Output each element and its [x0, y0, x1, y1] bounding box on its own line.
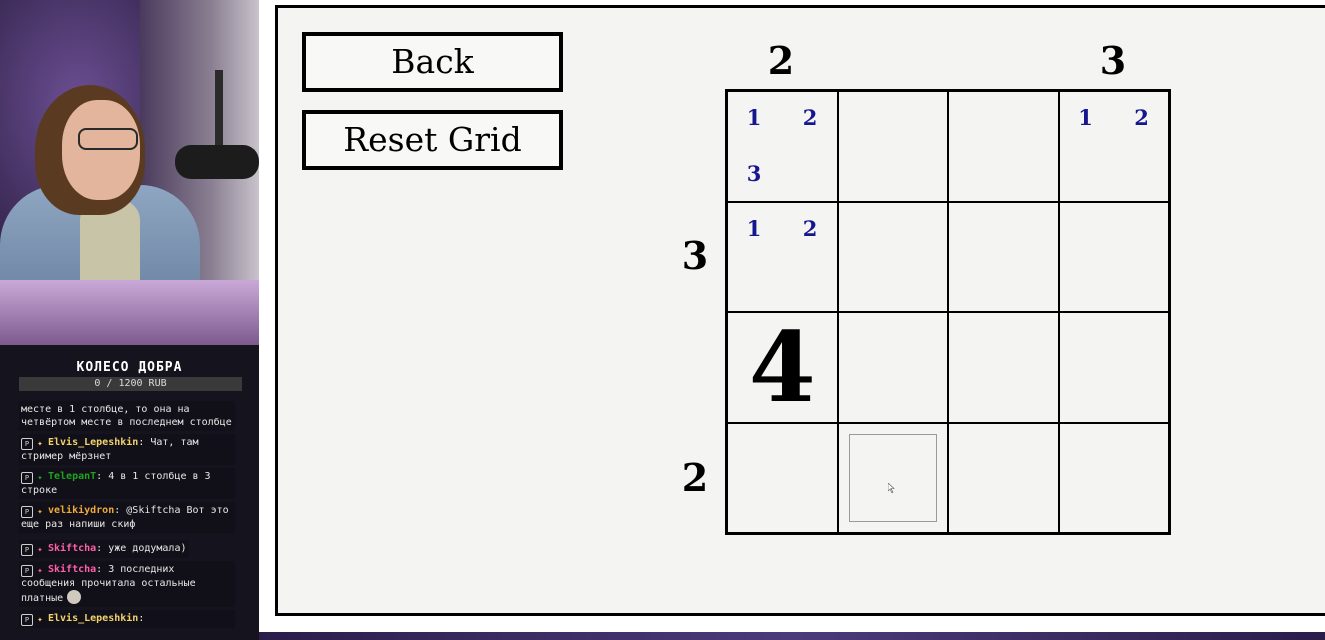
chat-message: P ✦ Elvis_Lepeshkin: — [19, 610, 235, 628]
pencil-note: 2 — [802, 105, 818, 130]
pencil-note: 2 — [802, 215, 818, 241]
grid-cell-r4-c4[interactable] — [1058, 422, 1169, 533]
webcam-desk — [0, 280, 259, 345]
pencil-note: 1 — [746, 215, 762, 241]
grid-cell-r4-c2[interactable] — [837, 422, 948, 533]
top-clue-1: 2 — [767, 38, 795, 83]
chat-message: P ✦ TelepanT: 4 в 1 столбце в 3 строке — [19, 468, 235, 499]
pencil-note: 1 — [1078, 105, 1093, 130]
chat-text: : 4 в 1 столбце в 3 строке — [21, 471, 211, 496]
grid-cell-r1-c2[interactable] — [837, 91, 948, 202]
chat-message: P ✦ velikiydron: @Skiftcha Вот это еще раз… — [19, 502, 235, 533]
donation-progress-bar: 0 / 1200 RUB — [19, 377, 242, 391]
user-badge-icon: ✦ — [37, 473, 43, 483]
user-badge-icon: ✦ — [37, 545, 43, 555]
donation-goal-title: КОЛЕСО ДОБРА — [76, 360, 183, 375]
user-badge-icon: ✦ — [37, 615, 43, 625]
streamer-glasses — [78, 128, 138, 150]
chat-text: : уже додумала) — [96, 543, 187, 554]
platform-badge-icon: P — [21, 544, 33, 556]
platform-badge-icon: P — [21, 472, 33, 484]
chat-username[interactable]: Skiftcha — [48, 543, 97, 554]
chat-panel: КОЛЕСО ДОБРА 0 / 1200 RUB месте в 1 стол… — [0, 345, 259, 640]
chat-text: : 3 последних сообщения прочитала осталь… — [21, 564, 196, 604]
donation-progress-text: 0 / 1200 RUB — [94, 378, 167, 389]
user-badge-icon: ✦ — [37, 566, 43, 576]
grid-cell-r3-c3[interactable] — [948, 312, 1059, 423]
grid-cell-r2-c3[interactable] — [948, 201, 1059, 312]
pencil-note: 2 — [1134, 105, 1149, 130]
chat-username[interactable]: velikiydron — [48, 505, 115, 516]
grid-cell-r2-c4[interactable] — [1058, 201, 1169, 312]
grid-cell-r3-c4[interactable] — [1058, 312, 1169, 423]
mic-arm — [215, 70, 223, 160]
platform-badge-icon: P — [21, 506, 33, 518]
grid-cell-r3-c1[interactable]: 4 — [727, 310, 838, 424]
streamer-face — [62, 100, 140, 200]
chat-message: месте в 1 столбце, то она на четвёртом м… — [19, 401, 235, 431]
user-badge-icon: ✦ — [37, 439, 43, 449]
mouse-cursor-icon — [887, 482, 895, 493]
chat-message: P ✦ Elvis_Lepeshkin: Чат, там стример мёрз… — [19, 434, 235, 465]
chat-message: P ✦ Skiftcha: 3 последних сообщения прочит… — [19, 561, 235, 607]
chat-username[interactable]: Skiftcha — [48, 564, 97, 575]
grid-cell-r4-c1[interactable] — [727, 422, 838, 533]
platform-badge-icon: P — [21, 438, 33, 450]
chat-message: P ✦ Skiftcha: уже додумала) — [19, 540, 190, 558]
selection-highlight — [848, 433, 937, 522]
webcam-feed — [0, 0, 259, 345]
chat-text: : Чат, там стример мёрзнет — [21, 437, 199, 462]
grid-cell-r1-c3[interactable] — [948, 91, 1059, 202]
chat-text: : — [138, 613, 145, 624]
chat-list: месте в 1 столбце, то она на четвёртом м… — [19, 401, 249, 631]
chat-text: месте в 1 столбце, то она на четвёртом м… — [21, 404, 232, 428]
user-badge-icon: ✦ — [37, 507, 43, 517]
back-button[interactable]: Back — [302, 32, 563, 92]
platform-badge-icon: P — [21, 614, 33, 626]
grid-cell-r3-c2[interactable] — [837, 312, 948, 423]
chat-username[interactable]: Elvis_Lepeshkin — [48, 613, 139, 624]
pencil-note: 3 — [746, 161, 762, 186]
stream-bottom-strip — [259, 632, 1325, 640]
microphone-icon — [175, 145, 259, 179]
grid-cell-r4-c3[interactable] — [948, 422, 1059, 533]
grid-cell-r2-c2[interactable] — [837, 201, 948, 312]
chat-username[interactable]: Elvis_Lepeshkin — [48, 437, 139, 448]
reset-grid-button[interactable]: Reset Grid — [302, 110, 563, 170]
cell-value: 4 — [748, 310, 816, 424]
chat-text: : @Skiftcha Вот это еще раз напиши скиф — [21, 505, 229, 530]
emote-icon — [67, 590, 82, 604]
grid-cell-r1-c1[interactable]: 1 2 3 — [727, 91, 838, 202]
platform-badge-icon: P — [21, 565, 33, 577]
pencil-note: 1 — [746, 105, 762, 130]
chat-username[interactable]: TelepanT — [48, 471, 97, 482]
top-clue-4: 3 — [1099, 38, 1127, 83]
left-clue-2: 3 — [681, 233, 709, 278]
left-clue-4: 2 — [681, 455, 709, 500]
